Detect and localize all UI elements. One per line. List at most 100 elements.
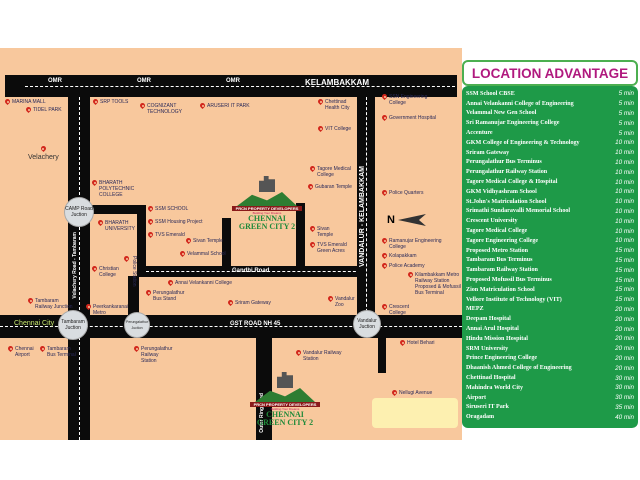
- place-label: TVS Emerald Green Acres: [317, 242, 347, 254]
- place-marker: Police Station: [124, 256, 137, 287]
- place-name: Hindu Mission Hospital: [466, 335, 528, 342]
- place-label: MARINA MALL: [12, 99, 46, 105]
- place-label: Chennai Airport: [15, 346, 34, 358]
- travel-time: 5 min: [618, 100, 634, 108]
- place-label: Velammal School: [187, 251, 226, 257]
- travel-time: 10 min: [615, 139, 634, 147]
- place-label: Sivan Temple: [317, 226, 334, 238]
- place-name: Oragadam: [466, 414, 495, 421]
- place-name: Crescent University: [466, 218, 518, 225]
- list-item: Oragadam 40 min: [466, 412, 634, 422]
- place-label: Vandalur Zoo: [335, 296, 355, 308]
- travel-time: 15 min: [615, 286, 634, 294]
- location-pin-icon: [180, 251, 185, 257]
- travel-time: 40 min: [615, 413, 634, 421]
- place-label: COGNIZANT TECHNOLOGY: [147, 103, 183, 115]
- place-name: Proposed Metro Station: [466, 247, 529, 254]
- place-label: Kolapakkam: [389, 253, 417, 259]
- place-label: Police Quarters: [389, 190, 424, 196]
- place-label: VIT College: [325, 126, 352, 132]
- travel-time: 5 min: [618, 129, 634, 137]
- place-label: Tambaram Railway Junction: [35, 298, 73, 310]
- location-pin-icon: [148, 232, 153, 238]
- place-name: Prince Engineering College: [466, 355, 538, 362]
- place-name: Perungalathur Railway Station: [466, 169, 548, 176]
- place-name: Sri Ramanujar Engineering College: [466, 120, 560, 127]
- place-name: Annai Velankanni College of Engineering: [466, 100, 574, 107]
- place-label: Peerkankaranai Metro: [93, 304, 129, 316]
- link-road: [296, 203, 305, 268]
- location-pin-icon: [296, 350, 301, 356]
- north-arrow-icon: [397, 214, 426, 226]
- place-label: Hotel Behari: [407, 340, 435, 346]
- location-pin-icon: [40, 346, 45, 352]
- place-marker: Sivan Temple: [186, 238, 223, 244]
- travel-time: 35 min: [615, 403, 634, 411]
- place-name: Zion Matriculation School: [466, 286, 535, 293]
- travel-time: 10 min: [615, 237, 634, 245]
- place-name: Tagore Medical College & Hospital: [466, 179, 558, 186]
- place-name: Annai Arul Hospital: [466, 326, 519, 333]
- travel-time: 15 min: [615, 276, 634, 284]
- location-pin-icon: [98, 220, 103, 226]
- place-marker: Chettinad Health City: [318, 99, 349, 111]
- list-item: Zion Matriculation School 15 min: [466, 285, 634, 295]
- list-item: GKM College of Engineering & Technology 1…: [466, 138, 634, 148]
- place-label: Police Station: [131, 256, 137, 287]
- place-label: Ramanujar Engineering College: [389, 238, 442, 250]
- place-name: MEPZ: [466, 306, 484, 313]
- place-marker: Hotel Behari: [400, 340, 435, 346]
- location-pin-icon: [328, 296, 333, 302]
- location-pin-icon: [392, 390, 397, 396]
- place-label: SSM Housing Project: [155, 219, 203, 225]
- travel-time: 20 min: [615, 364, 634, 372]
- place-label: SRP TOOLS: [100, 99, 129, 105]
- location-pin-icon: [200, 103, 205, 109]
- place-marker: Sivan Temple: [310, 226, 333, 238]
- location-pin-icon: [228, 300, 233, 306]
- link-road: [222, 218, 231, 268]
- place-marker: Annai Velankanni College: [168, 280, 232, 286]
- place-label: Sivan Temple: [193, 238, 223, 244]
- place-marker: Tambaram Railway Junction: [28, 298, 73, 310]
- panel-title: LOCATION ADVANTAGE: [462, 60, 638, 86]
- location-pin-icon: [318, 126, 323, 132]
- place-label: Government Hospital: [389, 115, 436, 121]
- compass: N: [387, 214, 426, 226]
- place-marker: SSM Housing Project: [148, 219, 203, 225]
- travel-time: 20 min: [615, 315, 634, 323]
- place-marker: Tambaram Bus Terminal: [40, 346, 76, 358]
- place-marker: Crescent College: [382, 304, 409, 316]
- place-label: TVS Emerald: [155, 232, 185, 238]
- location-pin-icon: [382, 263, 387, 269]
- location-pin-icon: [168, 280, 173, 286]
- place-marker: Christian College: [92, 266, 119, 278]
- velachery-road-label: Velachery Road - Tambaram: [72, 232, 78, 299]
- place-name: GKM College of Engineering & Technology: [466, 139, 580, 146]
- place-marker: ARUSERI IT PARK: [200, 103, 250, 109]
- vandalur-junction: Vandalur Juction: [353, 310, 381, 338]
- place-name: Velammal New Gen School: [466, 110, 537, 117]
- inner-road: [137, 205, 146, 275]
- location-pin-icon: [382, 94, 387, 100]
- location-pin-icon: [5, 99, 10, 105]
- place-marker: Sriram Gateway: [228, 300, 271, 306]
- place-marker: TVS Emerald Green Acres: [310, 242, 347, 254]
- place-label: Annai Velankanni College: [175, 280, 232, 286]
- chennai-city-label: Chennai City: [14, 320, 55, 327]
- place-name: St.John's Matriculation School: [466, 198, 547, 205]
- place-name: Airport: [466, 394, 486, 401]
- location-pin-icon: [93, 99, 98, 105]
- place-label: Christian College: [99, 266, 119, 278]
- place-label: BHARATH POLYTECHNIC COLLEGE: [99, 180, 135, 198]
- place-marker: TVS Emerald: [148, 232, 185, 238]
- location-pin-icon: [310, 242, 315, 248]
- place-label: Crescent College: [389, 304, 410, 316]
